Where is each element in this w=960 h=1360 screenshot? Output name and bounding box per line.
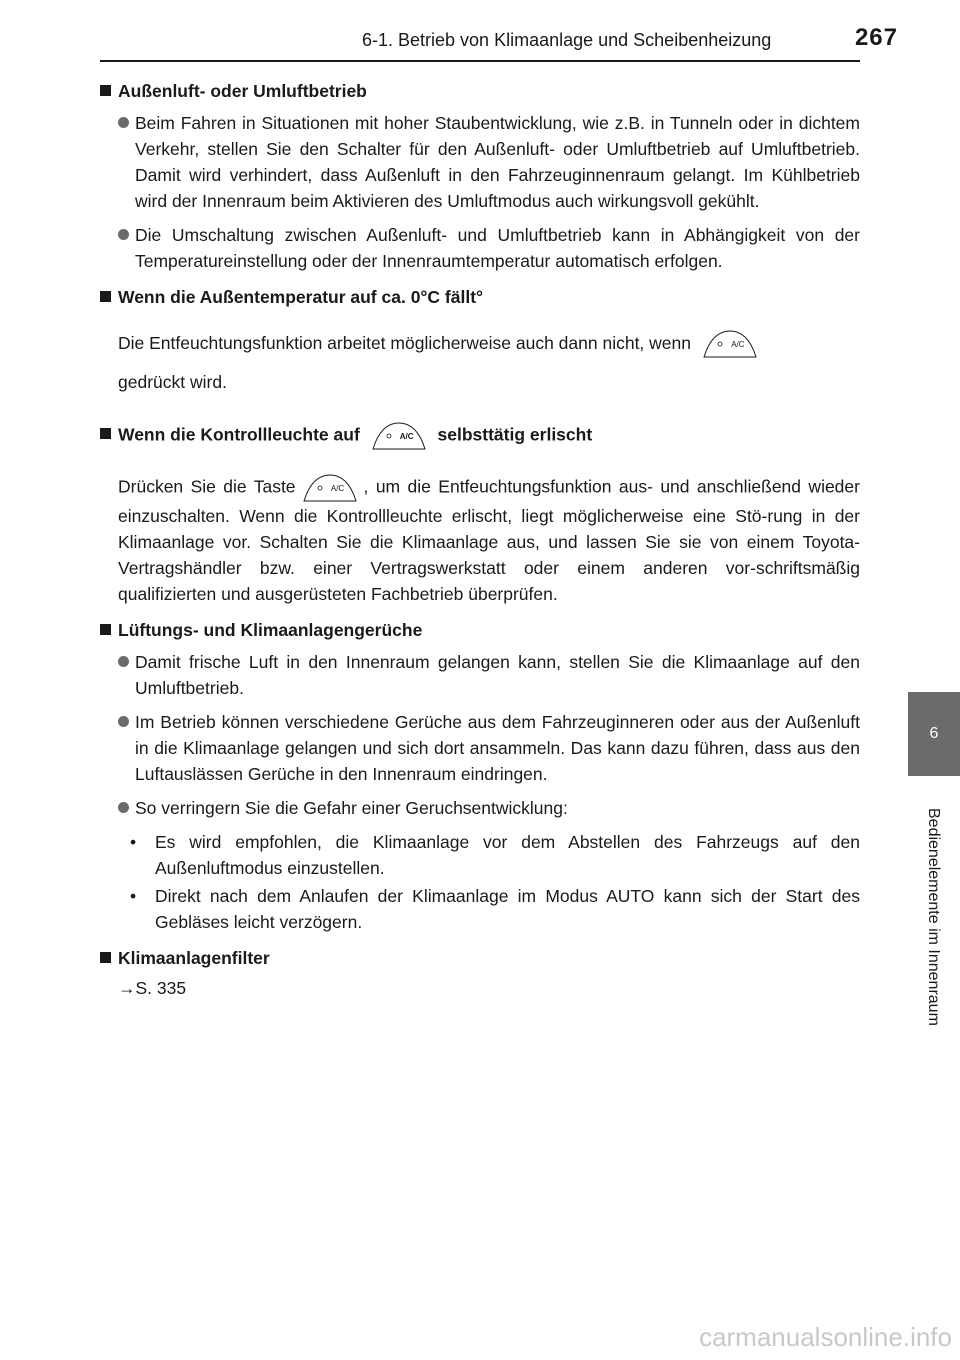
sub-bullet-item: Direkt nach dem Anlaufen der Klimaanlage… — [98, 883, 860, 935]
paragraph-text: , um die Entfeuchtungsfunktion aus- und … — [118, 477, 860, 605]
bullet-item: Die Umschaltung zwischen Außenluft- und … — [98, 222, 860, 274]
ac-button-icon: A/C — [302, 473, 358, 503]
section-heading: Wenn die Außentemperatur auf ca. 0°C fäl… — [98, 284, 860, 310]
section-filter: Klimaanlagenfilter →S. 335 — [98, 945, 860, 1001]
paragraph-text: Drücken Sie die Taste — [118, 477, 296, 497]
section-indicator-off: Wenn die Kontrollleuchte auf A/C selbstt… — [98, 421, 860, 607]
heading-text: selbsttätig erlischt — [437, 425, 593, 445]
watermark: carmanualsonline.info — [699, 1322, 952, 1352]
section-heading: Außenluft- oder Umluftbetrieb — [98, 78, 860, 104]
bullet-item: Im Betrieb können verschiedene Gerüche a… — [98, 709, 860, 787]
paragraph: Die Entfeuchtungsfunktion arbeitet mögli… — [98, 328, 860, 359]
section-heading: Wenn die Kontrollleuchte auf A/C selbstt… — [98, 421, 860, 451]
ac-button-label: A/C — [330, 484, 345, 494]
section-low-temperature: Wenn die Außentemperatur auf ca. 0°C fäl… — [98, 284, 860, 395]
ac-button-icon: A/C — [702, 329, 758, 359]
heading-text: Wenn die Kontrollleuchte auf — [118, 425, 360, 445]
page-content: Außenluft- oder Umluftbetrieb Beim Fahre… — [98, 76, 860, 1001]
ac-button-label: A/C — [399, 432, 414, 442]
bullet-item: Damit frische Luft in den Innenraum gela… — [98, 649, 860, 701]
chapter-tab[interactable]: 6 — [908, 692, 960, 776]
chapter-label: Bedienelemente im Innenraum — [925, 808, 942, 1026]
sub-bullet-item: Es wird empfohlen, die Klimaanlage vor d… — [98, 829, 860, 881]
header-rule — [100, 60, 860, 62]
paragraph-text: Die Entfeuchtungsfunktion arbeitet mögli… — [118, 333, 691, 353]
section-heading: Lüftungs- und Klimaanlagengerüche — [98, 617, 860, 643]
page-reference-link[interactable]: →S. 335 — [118, 978, 187, 999]
section-title: 6-1. Betrieb von Klimaanlage und Scheibe… — [362, 30, 772, 50]
bullet-item: Beim Fahren in Situationen mit hoher Sta… — [98, 110, 860, 214]
paragraph: gedrückt wird. — [118, 372, 227, 393]
ac-button-label: A/C — [731, 340, 745, 350]
paragraph: Drücken Sie die Taste A/C , um die Entfe… — [98, 473, 860, 607]
bullet-item: So verringern Sie die Gefahr einer Geruc… — [98, 795, 860, 821]
page-number: 267 — [854, 24, 898, 51]
ac-button-icon: A/C — [371, 421, 427, 451]
section-air-mode: Außenluft- oder Umluftbetrieb Beim Fahre… — [98, 78, 860, 274]
section-odors: Lüftungs- und Klimaanlagengerüche Damit … — [98, 617, 860, 935]
section-heading: Klimaanlagenfilter — [98, 945, 860, 971]
